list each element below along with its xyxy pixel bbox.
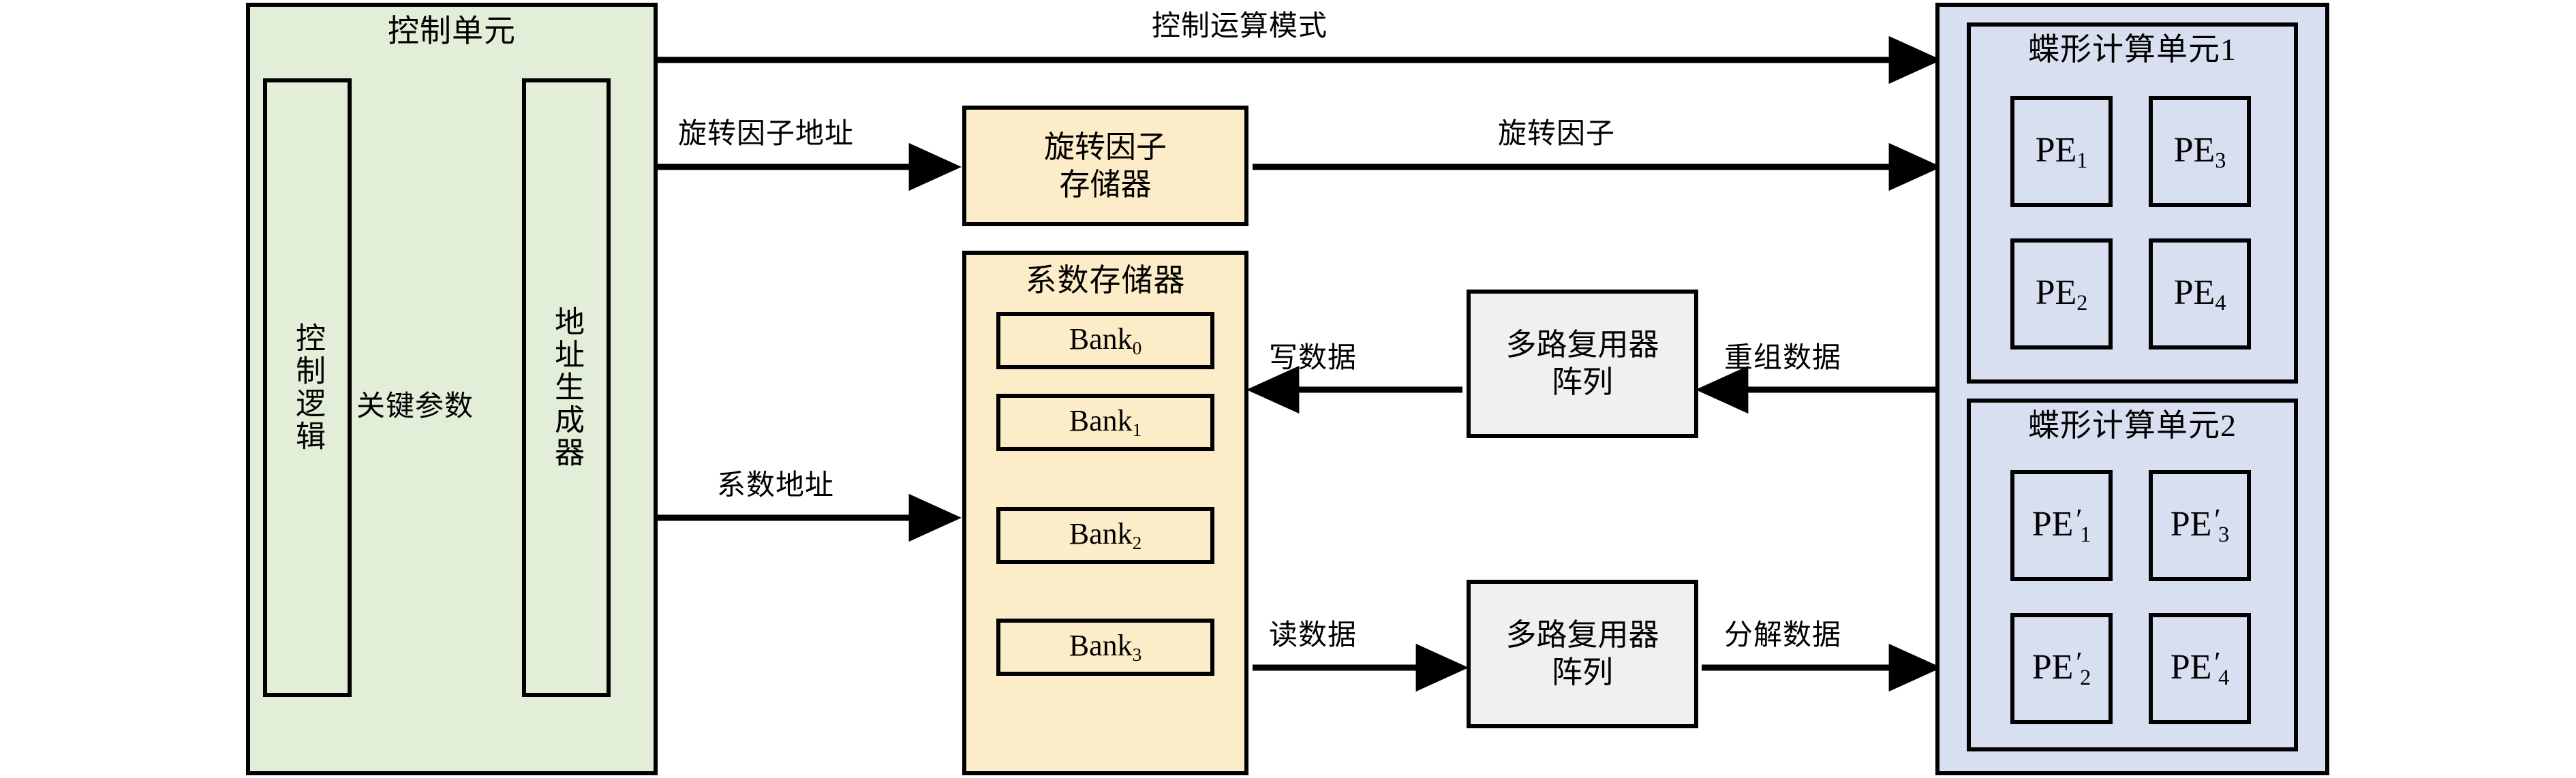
write-data-label: 写数据 [1269,343,1358,374]
address-generator-label: 地址生成器 [549,306,583,469]
bank-row-1: Bank1 [996,394,1214,451]
pe-prime-label-1: PE′1 [2031,503,2091,546]
control-logic-label: 控制逻辑 [290,322,324,453]
twiddle-address-label: 旋转因子地址 [678,119,855,150]
pe-block-2: PE2 [2010,238,2113,349]
bank-row-0: Bank0 [996,312,1214,369]
pe-block-3: PE3 [2149,96,2251,207]
control-unit-title: 控制单元 [388,14,516,48]
twiddle-factor-memory-block: 旋转因子 存储器 [962,106,1248,226]
pe-prime-block-2: PE′2 [2010,613,2113,724]
pe-prime-block-1: PE′1 [2010,470,2113,581]
pe-label-4: PE4 [2173,273,2226,315]
pe-block-1: PE1 [2010,96,2113,207]
coefficient-address-label: 系数地址 [717,470,835,501]
mux-array-top-block: 多路复用器 阵列 [1467,290,1698,438]
bank-label-3: Bank3 [1069,629,1142,666]
twiddle-factor-label: 旋转因子 [1498,119,1616,150]
coefficient-memory-title: 系数存储器 [1025,263,1186,298]
twiddle-memory-title-line1: 旋转因子 [1043,129,1167,164]
pe-prime-label-4: PE′4 [2170,646,2230,689]
butterfly-unit-1-title: 蝶形计算单元1 [2028,32,2237,67]
pe-label-1: PE1 [2035,130,2088,172]
twiddle-memory-title-line2: 存储器 [1059,167,1152,202]
pe-prime-block-3: PE′3 [2149,470,2251,581]
read-data-label: 读数据 [1269,620,1358,651]
bank-label-1: Bank1 [1069,404,1142,441]
mux-array-top-title: 多路复用器 阵列 [1505,328,1659,399]
decomposed-data-label: 分解数据 [1724,620,1842,651]
control-mode-label: 控制运算模式 [1152,11,1328,42]
pe-prime-label-3: PE′3 [2170,503,2230,546]
control-logic-block: 控制逻辑 [263,78,352,697]
twiddle-memory-title: 旋转因子 存储器 [966,110,1244,222]
bank-label-2: Bank2 [1069,517,1142,554]
pe-block-4: PE4 [2149,238,2251,349]
recombined-data-label: 重组数据 [1724,343,1842,374]
pe-label-2: PE2 [2035,273,2088,315]
butterfly-unit-2-title: 蝶形计算单元2 [2028,408,2237,443]
bank-row-3: Bank3 [996,619,1214,676]
pe-label-3: PE3 [2173,130,2226,172]
address-generator-block: 地址生成器 [522,78,611,697]
mux-array-bottom-title: 多路复用器 阵列 [1505,618,1659,689]
key-parameters-label: 关键参数 [356,391,474,422]
bank-label-0: Bank0 [1069,322,1142,359]
pe-prime-label-2: PE′2 [2031,646,2091,689]
mux-array-bottom-block: 多路复用器 阵列 [1467,580,1698,728]
bank-row-2: Bank2 [996,507,1214,564]
pe-prime-block-4: PE′4 [2149,613,2251,724]
